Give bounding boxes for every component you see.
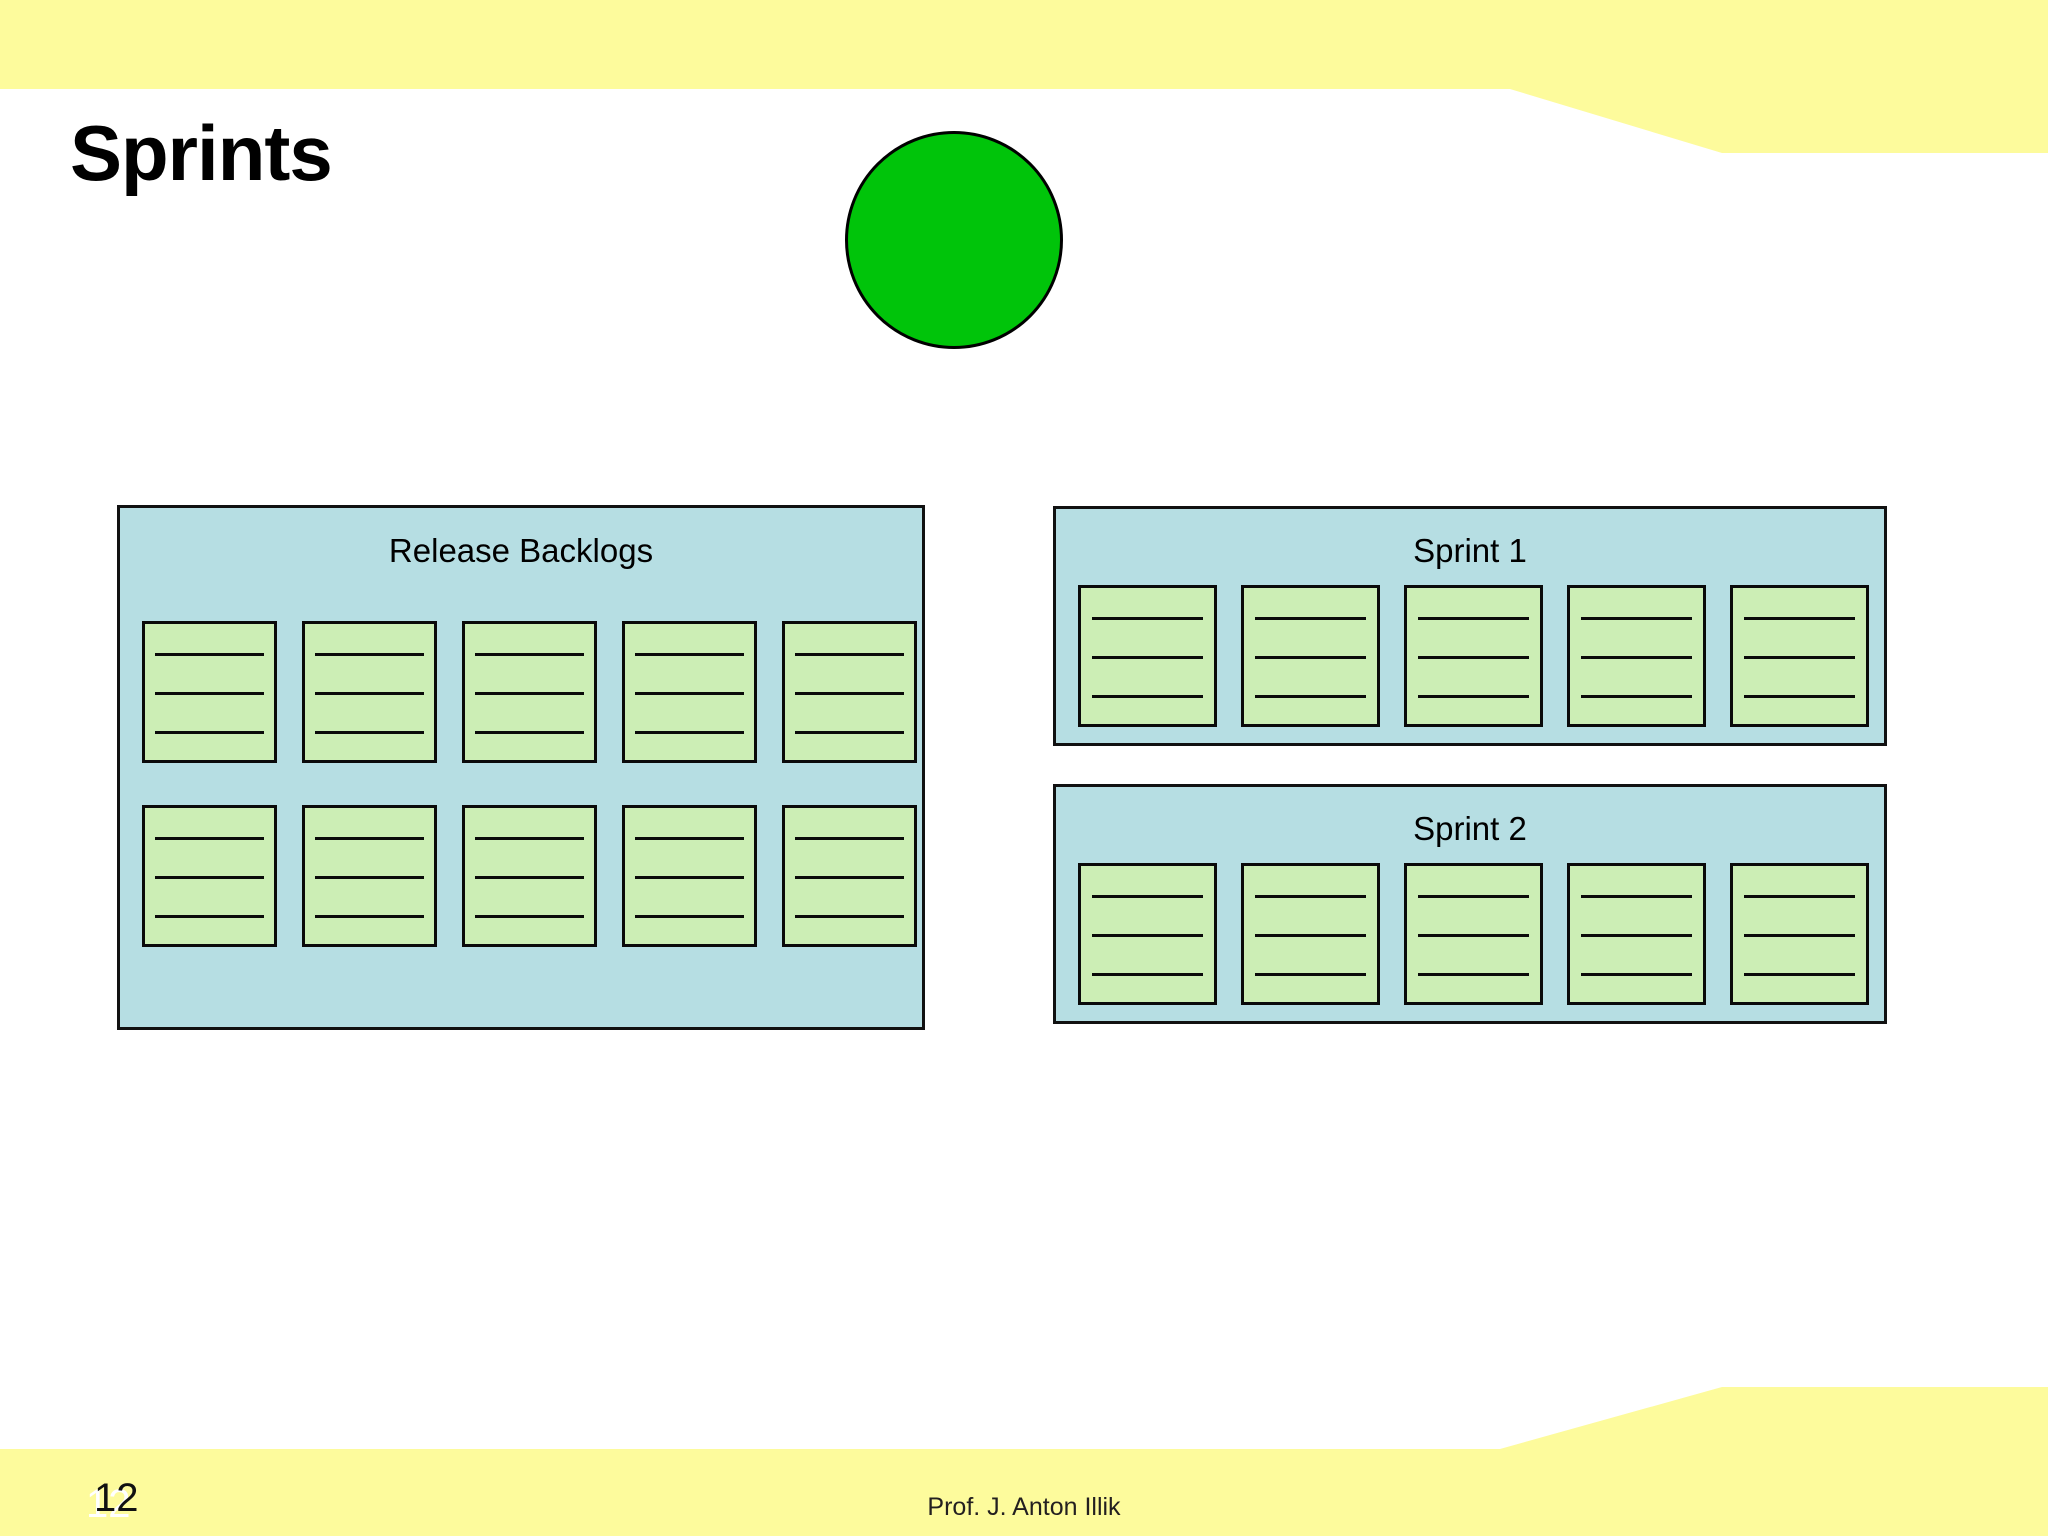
panel-sprint-1: Sprint 1 <box>1053 506 1887 746</box>
panel-sprint-1-title: Sprint 1 <box>1413 532 1527 569</box>
card-text-line <box>1417 695 1530 699</box>
sprint-item-card[interactable] <box>1730 585 1869 727</box>
backlog-item-card[interactable] <box>462 805 597 947</box>
backlog-item-card[interactable] <box>622 621 757 763</box>
card-text-line <box>155 652 264 656</box>
release-backlog-row-1 <box>142 621 917 763</box>
sprint-item-card[interactable] <box>1730 863 1869 1005</box>
card-text-line <box>155 836 264 840</box>
card-text-line <box>1580 616 1693 620</box>
backlog-item-card[interactable] <box>142 805 277 947</box>
backlog-item-card[interactable] <box>302 805 437 947</box>
card-text-line <box>155 731 264 735</box>
sprint-1-card-row <box>1078 585 1869 727</box>
card-text-line <box>315 876 424 879</box>
page-number-value: 12 <box>94 1476 139 1520</box>
card-text-line <box>155 692 264 695</box>
card-text-line <box>1743 934 1856 937</box>
card-text-line <box>1254 695 1367 699</box>
card-text-line <box>1254 656 1367 659</box>
sprint-item-card[interactable] <box>1404 863 1543 1005</box>
sprint-item-card[interactable] <box>1567 585 1706 727</box>
card-text-line <box>635 731 744 735</box>
card-text-line <box>635 915 744 919</box>
card-text-line <box>1580 656 1693 659</box>
sprint-item-card[interactable] <box>1241 585 1380 727</box>
card-text-line <box>1417 973 1530 977</box>
card-text-line <box>1743 656 1856 659</box>
card-text-line <box>1091 894 1204 898</box>
card-text-line <box>315 836 424 840</box>
card-text-line <box>475 692 584 695</box>
card-text-line <box>1743 973 1856 977</box>
card-text-line <box>635 836 744 840</box>
panel-sprint-2-title: Sprint 2 <box>1413 810 1527 847</box>
card-text-line <box>635 652 744 656</box>
card-text-line <box>1091 973 1204 977</box>
backlog-item-card[interactable] <box>782 805 917 947</box>
backlog-item-card[interactable] <box>302 621 437 763</box>
card-text-line <box>1580 894 1693 898</box>
card-text-line <box>1254 973 1367 977</box>
panel-release-backlogs-title: Release Backlogs <box>388 532 654 569</box>
card-text-line <box>1091 616 1204 620</box>
card-text-line <box>1091 934 1204 937</box>
card-text-line <box>155 915 264 919</box>
card-text-line <box>315 731 424 735</box>
card-text-line <box>1254 616 1367 620</box>
card-text-line <box>795 915 904 919</box>
card-text-line <box>1580 973 1693 977</box>
card-text-line <box>1254 894 1367 898</box>
card-text-line <box>475 836 584 840</box>
card-text-line <box>1091 695 1204 699</box>
card-text-line <box>475 652 584 656</box>
footer-credit: Prof. J. Anton Illik <box>927 1493 1121 1521</box>
card-text-line <box>1743 695 1856 699</box>
page-number: 12 12 <box>86 1476 206 1536</box>
card-text-line <box>795 652 904 656</box>
backlog-item-card[interactable] <box>462 621 597 763</box>
card-text-line <box>795 731 904 735</box>
page-number-shadow: 12 <box>86 1482 131 1526</box>
sprint-item-card[interactable] <box>1404 585 1543 727</box>
sprint-item-card[interactable] <box>1078 585 1217 727</box>
card-text-line <box>1091 656 1204 659</box>
card-text-line <box>795 692 904 695</box>
panel-release-backlogs: Release Backlogs <box>117 505 925 1030</box>
backlog-item-card[interactable] <box>782 621 917 763</box>
card-text-line <box>635 876 744 879</box>
green-circle-bullet-icon <box>845 131 1063 349</box>
card-text-line <box>795 836 904 840</box>
page-title: Sprints <box>70 109 333 197</box>
sprint-2-card-row <box>1078 863 1869 1005</box>
card-text-line <box>1417 656 1530 659</box>
sprint-item-card[interactable] <box>1567 863 1706 1005</box>
card-text-line <box>1743 616 1856 620</box>
release-backlog-row-2 <box>142 805 917 947</box>
backlog-item-card[interactable] <box>142 621 277 763</box>
sprint-item-card[interactable] <box>1078 863 1217 1005</box>
card-text-line <box>475 731 584 735</box>
panel-sprint-2: Sprint 2 <box>1053 784 1887 1024</box>
card-text-line <box>1417 894 1530 898</box>
card-text-line <box>1580 695 1693 699</box>
card-text-line <box>475 915 584 919</box>
sprint-item-card[interactable] <box>1241 863 1380 1005</box>
card-text-line <box>1417 934 1530 937</box>
card-text-line <box>635 692 744 695</box>
card-text-line <box>1743 894 1856 898</box>
card-text-line <box>315 652 424 656</box>
card-text-line <box>155 876 264 879</box>
card-text-line <box>315 915 424 919</box>
card-text-line <box>1417 616 1530 620</box>
card-text-line <box>475 876 584 879</box>
card-text-line <box>1580 934 1693 937</box>
card-text-line <box>1254 934 1367 937</box>
backlog-item-card[interactable] <box>622 805 757 947</box>
card-text-line <box>795 876 904 879</box>
card-text-line <box>315 692 424 695</box>
